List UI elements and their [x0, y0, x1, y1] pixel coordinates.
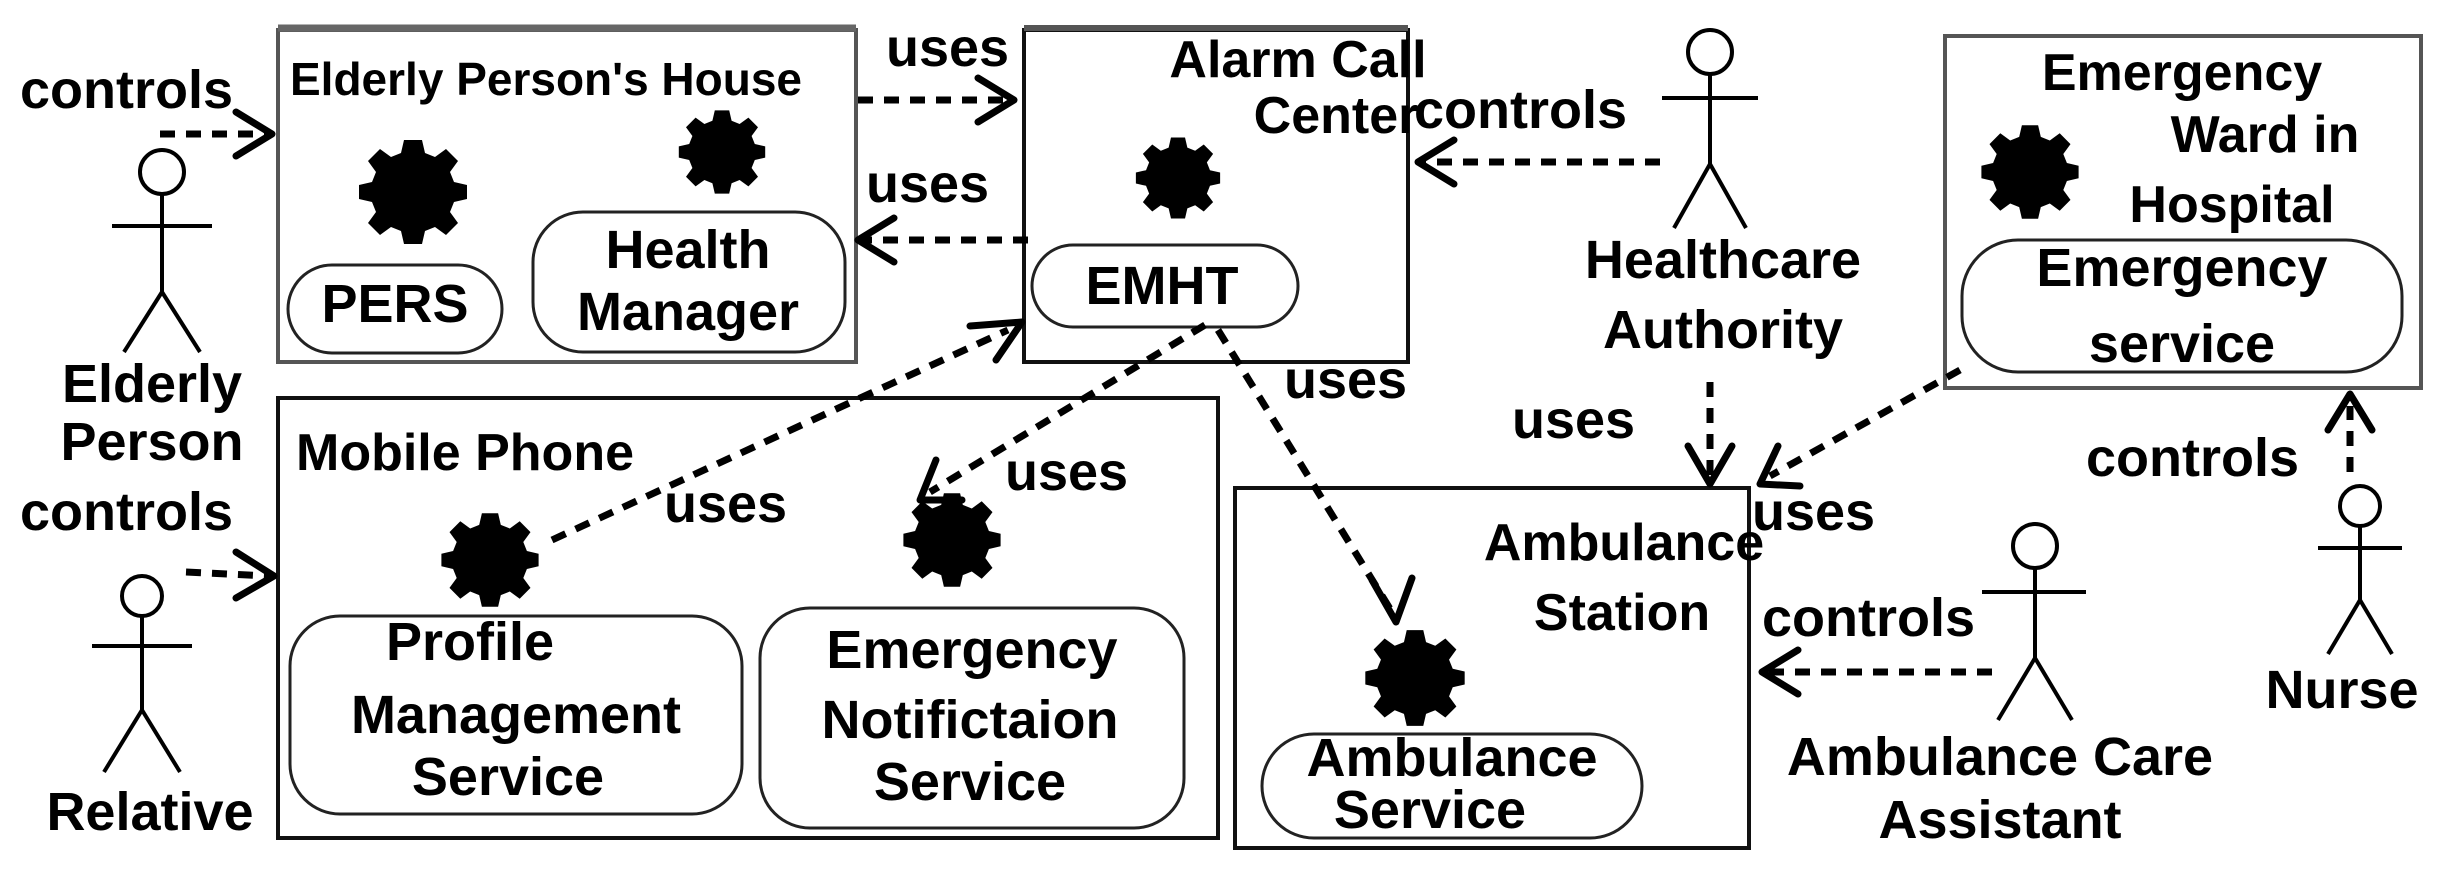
svg-text:service: service [2089, 314, 2275, 374]
actor-relative-label: Relative [46, 782, 253, 842]
connector-emht-uses-notification [916, 322, 1207, 504]
container-title-hospital-3: Hospital [2129, 176, 2334, 234]
connector-healthcare-controls-alarm [1414, 136, 1660, 188]
svg-text:Ambulance: Ambulance [1306, 728, 1597, 788]
connector-healthcare-uses-station [1684, 382, 1736, 488]
gear-icon [903, 493, 1001, 587]
svg-text:Service: Service [874, 752, 1066, 812]
label-uses-profile: uses [664, 474, 787, 534]
actor-nurse-icon [2318, 484, 2402, 656]
connector-house-uses-alarm [858, 74, 1018, 126]
service-emht: EMHT [1030, 243, 1300, 329]
svg-text:Service: Service [412, 747, 604, 807]
connector-nurse-controls-emergency [2324, 390, 2376, 472]
gear-icon [1981, 125, 2079, 219]
actor-nurse-label: Nurse [2265, 660, 2418, 720]
gear-icon [678, 110, 766, 194]
gear-icon [359, 140, 467, 244]
actor-ambulance-care-assistant-icon [1982, 522, 2086, 722]
gear-icon [1135, 137, 1221, 219]
label-controls-assistant: controls [1762, 588, 1975, 648]
actor-assistant-label-1: Ambulance Care [1787, 727, 2213, 787]
svg-text:Health: Health [605, 220, 770, 280]
service-ambulance: Ambulance Service [1260, 728, 1644, 840]
container-title-station-2: Station [1534, 584, 1710, 642]
service-emergency: Emergency service [1960, 238, 2404, 374]
label-uses-notification: uses [1005, 442, 1128, 502]
label-uses-alarm-house: uses [866, 154, 989, 214]
connector-assistant-controls-station [1758, 646, 1992, 698]
connector-profile-uses-alarm [550, 318, 1026, 544]
svg-text:Service: Service [1334, 780, 1526, 840]
svg-text:Management: Management [351, 685, 681, 745]
container-title-station-1: Ambulance [1484, 514, 1764, 572]
svg-text:Emergency: Emergency [2036, 238, 2327, 298]
service-pers: PERS [286, 263, 504, 355]
gear-icon [441, 513, 539, 607]
actor-healthcare-authority-icon [1662, 28, 1758, 229]
label-controls-elderly: controls [20, 60, 233, 120]
service-profile-management: Profile Management Service [288, 612, 744, 816]
container-title-alarm-1: Alarm Call [1169, 31, 1426, 89]
actor-assistant-label-2: Assistant [1878, 790, 2121, 850]
connector-emergency-uses-station [1756, 366, 1962, 490]
container-title-alarm-2: Center [1254, 87, 1419, 145]
svg-text:Profile: Profile [386, 612, 554, 672]
label-controls-relative: controls [20, 482, 233, 542]
service-emergency-notification: Emergency Notifictaion Service [758, 606, 1186, 830]
container-title-hospital-2: Ward in [2171, 106, 2360, 164]
actor-healthcare-label-2: Authority [1603, 300, 1843, 360]
svg-text:EMHT: EMHT [1086, 256, 1239, 316]
actor-elderly-label-1: Elderly [62, 354, 242, 414]
label-uses-emergency-station: uses [1752, 482, 1875, 542]
container-title-mobile: Mobile Phone [296, 424, 634, 482]
label-controls-nurse: controls [2086, 428, 2299, 488]
container-title-hospital-1: Emergency [2042, 44, 2322, 102]
svg-text:Emergency: Emergency [826, 620, 1117, 680]
actor-relative-icon [92, 574, 192, 774]
connector-elderly-controls-house [160, 108, 276, 160]
label-uses-healthcare-station: uses [1512, 390, 1635, 450]
actor-elderly-person-icon [112, 148, 212, 354]
label-controls-healthcare: controls [1414, 80, 1627, 140]
gear-icon [1365, 630, 1465, 726]
label-uses-house-alarm: uses [886, 18, 1009, 78]
actor-healthcare-label-1: Healthcare [1585, 230, 1861, 290]
svg-text:Manager: Manager [577, 282, 799, 342]
connector-alarm-uses-house [854, 214, 1028, 266]
svg-text:Notifictaion: Notifictaion [822, 690, 1119, 750]
svg-text:PERS: PERS [321, 274, 468, 334]
actor-elderly-label-2: Person [60, 412, 243, 472]
connector-relative-controls-mobile [185, 548, 278, 602]
connector-emht-uses-ambulance [1215, 328, 1416, 626]
service-health-manager: Health Manager [531, 210, 847, 354]
container-title-house: Elderly Person's House [290, 53, 802, 105]
label-uses-ambulance: uses [1284, 350, 1407, 410]
